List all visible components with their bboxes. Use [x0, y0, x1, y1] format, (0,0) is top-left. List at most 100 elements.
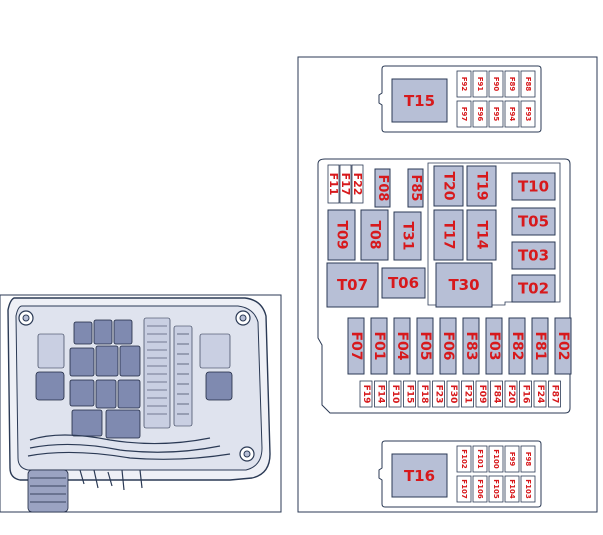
fuse-f87: F87 — [548, 380, 561, 408]
component-t02-label: T02 — [518, 280, 549, 298]
fuse-f106-label: F106 — [476, 479, 484, 499]
fuse-f87-label: F87 — [550, 385, 560, 404]
fuse-f05-label: F05 — [417, 331, 433, 360]
fuse-f01: F01 — [370, 317, 388, 375]
fuse-f98-label: F98 — [524, 452, 532, 467]
component-f85-label: F85 — [408, 175, 423, 202]
component-t08: T08 — [360, 209, 389, 261]
fuse-f91-label: F91 — [476, 77, 484, 92]
relay-t15-label: T15 — [404, 92, 435, 110]
fuse-f84-label: F84 — [492, 385, 502, 404]
fuse-f21: F21 — [461, 380, 474, 408]
fuse-f20-label: F20 — [506, 385, 516, 404]
component-f08: F08 — [374, 168, 391, 208]
fuse-f01-label: F01 — [371, 331, 387, 360]
component-f22-label: F22 — [351, 173, 364, 196]
fuse-f06: F06 — [439, 317, 457, 375]
fuse-f103: F103 — [520, 475, 536, 503]
component-t10-label: T10 — [518, 178, 549, 196]
relay-t16 — [391, 453, 448, 498]
component-f08-label: F08 — [375, 175, 390, 202]
fuse-f09-label: F09 — [477, 385, 487, 404]
fuse-f97: F97 — [456, 100, 472, 128]
component-t30-label: T30 — [448, 276, 479, 294]
component-t03: T03 — [511, 241, 556, 270]
fuse-f93-label: F93 — [524, 107, 532, 122]
fuse-f107: F107 — [456, 475, 472, 503]
fuse-f99-label: F99 — [508, 452, 516, 467]
fuse-f98: F98 — [520, 445, 536, 473]
fuse-f106: F106 — [472, 475, 488, 503]
fuse-f94: F94 — [504, 100, 520, 128]
fuse-f04-label: F04 — [394, 331, 410, 360]
fuse-f09: F09 — [475, 380, 489, 408]
fuse-f104-label: F104 — [508, 479, 516, 499]
component-t10: T10 — [511, 172, 556, 201]
fuse-f06-label: F06 — [440, 331, 456, 360]
fuse-f88-label: F88 — [524, 77, 532, 92]
fuse-f90-label: F90 — [492, 77, 500, 92]
fuse-f15-label: F15 — [405, 385, 415, 404]
fuse-f07-label: F07 — [348, 331, 364, 360]
fuse-f82-label: F82 — [509, 331, 525, 360]
fuse-f07: F07 — [347, 317, 365, 375]
fuse-f02: F02 — [554, 317, 572, 375]
fuse-f23-label: F23 — [434, 385, 444, 404]
fuse-f81-label: F81 — [532, 331, 548, 360]
component-t05: T05 — [511, 207, 556, 236]
component-f17-label: F17 — [339, 173, 352, 196]
fuse-f04: F04 — [393, 317, 411, 375]
fuse-f83: F83 — [462, 317, 480, 375]
component-f17: F17 — [339, 164, 352, 204]
fuse-f102-label: F102 — [460, 449, 468, 469]
fuse-f24-label: F24 — [535, 385, 545, 404]
fuse-f97-label: F97 — [460, 107, 468, 122]
fuse-f30: F30 — [446, 380, 460, 408]
fuse-f100-label: F100 — [492, 449, 500, 469]
fuse-f30-label: F30 — [448, 385, 458, 404]
component-t20: T20 — [433, 165, 464, 207]
component-t31: T31 — [393, 211, 422, 261]
fuse-f95: F95 — [488, 100, 504, 128]
fuse-f10: F10 — [388, 380, 402, 408]
fuse-f18: F18 — [417, 380, 431, 408]
fuse-f94-label: F94 — [508, 107, 516, 122]
component-t30: T30 — [435, 262, 493, 308]
fuse-f92-label: F92 — [460, 77, 468, 92]
fuse-f89: F89 — [504, 70, 520, 98]
component-t09: T09 — [327, 209, 356, 261]
fuse-f02-label: F02 — [555, 331, 571, 360]
component-t19-label: T19 — [474, 171, 490, 200]
component-t05-label: T05 — [518, 213, 549, 231]
fuse-f81: F81 — [531, 317, 549, 375]
fuse-f105: F105 — [488, 475, 504, 503]
fuse-f105-label: F105 — [492, 479, 500, 499]
component-t09-label: T09 — [334, 220, 350, 249]
fuse-f90: F90 — [488, 70, 504, 98]
fuse-f83-label: F83 — [463, 331, 479, 360]
fuse-f14-label: F14 — [376, 385, 386, 404]
fuse-f24: F24 — [533, 380, 547, 408]
fuse-f84: F84 — [490, 380, 503, 408]
fuse-f03: F03 — [485, 317, 503, 375]
component-t19: T19 — [466, 165, 497, 207]
component-t14-label: T14 — [474, 220, 490, 249]
component-t02: T02 — [511, 274, 556, 303]
fuse-f20: F20 — [504, 380, 518, 408]
relay-t15 — [391, 78, 448, 123]
component-t06: T06 — [381, 267, 426, 299]
fuse-f91: F91 — [472, 70, 488, 98]
component-t17-label: T17 — [441, 220, 457, 249]
fuse-f16: F16 — [519, 380, 532, 408]
fuse-f96: F96 — [472, 100, 488, 128]
component-t31-label: T31 — [400, 221, 416, 250]
engine-bay-fuse-box-illustration — [0, 294, 282, 513]
component-f11-label: F11 — [327, 173, 340, 196]
fuse-f19-label: F19 — [361, 385, 371, 404]
fuse-f104: F104 — [504, 475, 520, 503]
fuse-f100: F100 — [488, 445, 504, 473]
